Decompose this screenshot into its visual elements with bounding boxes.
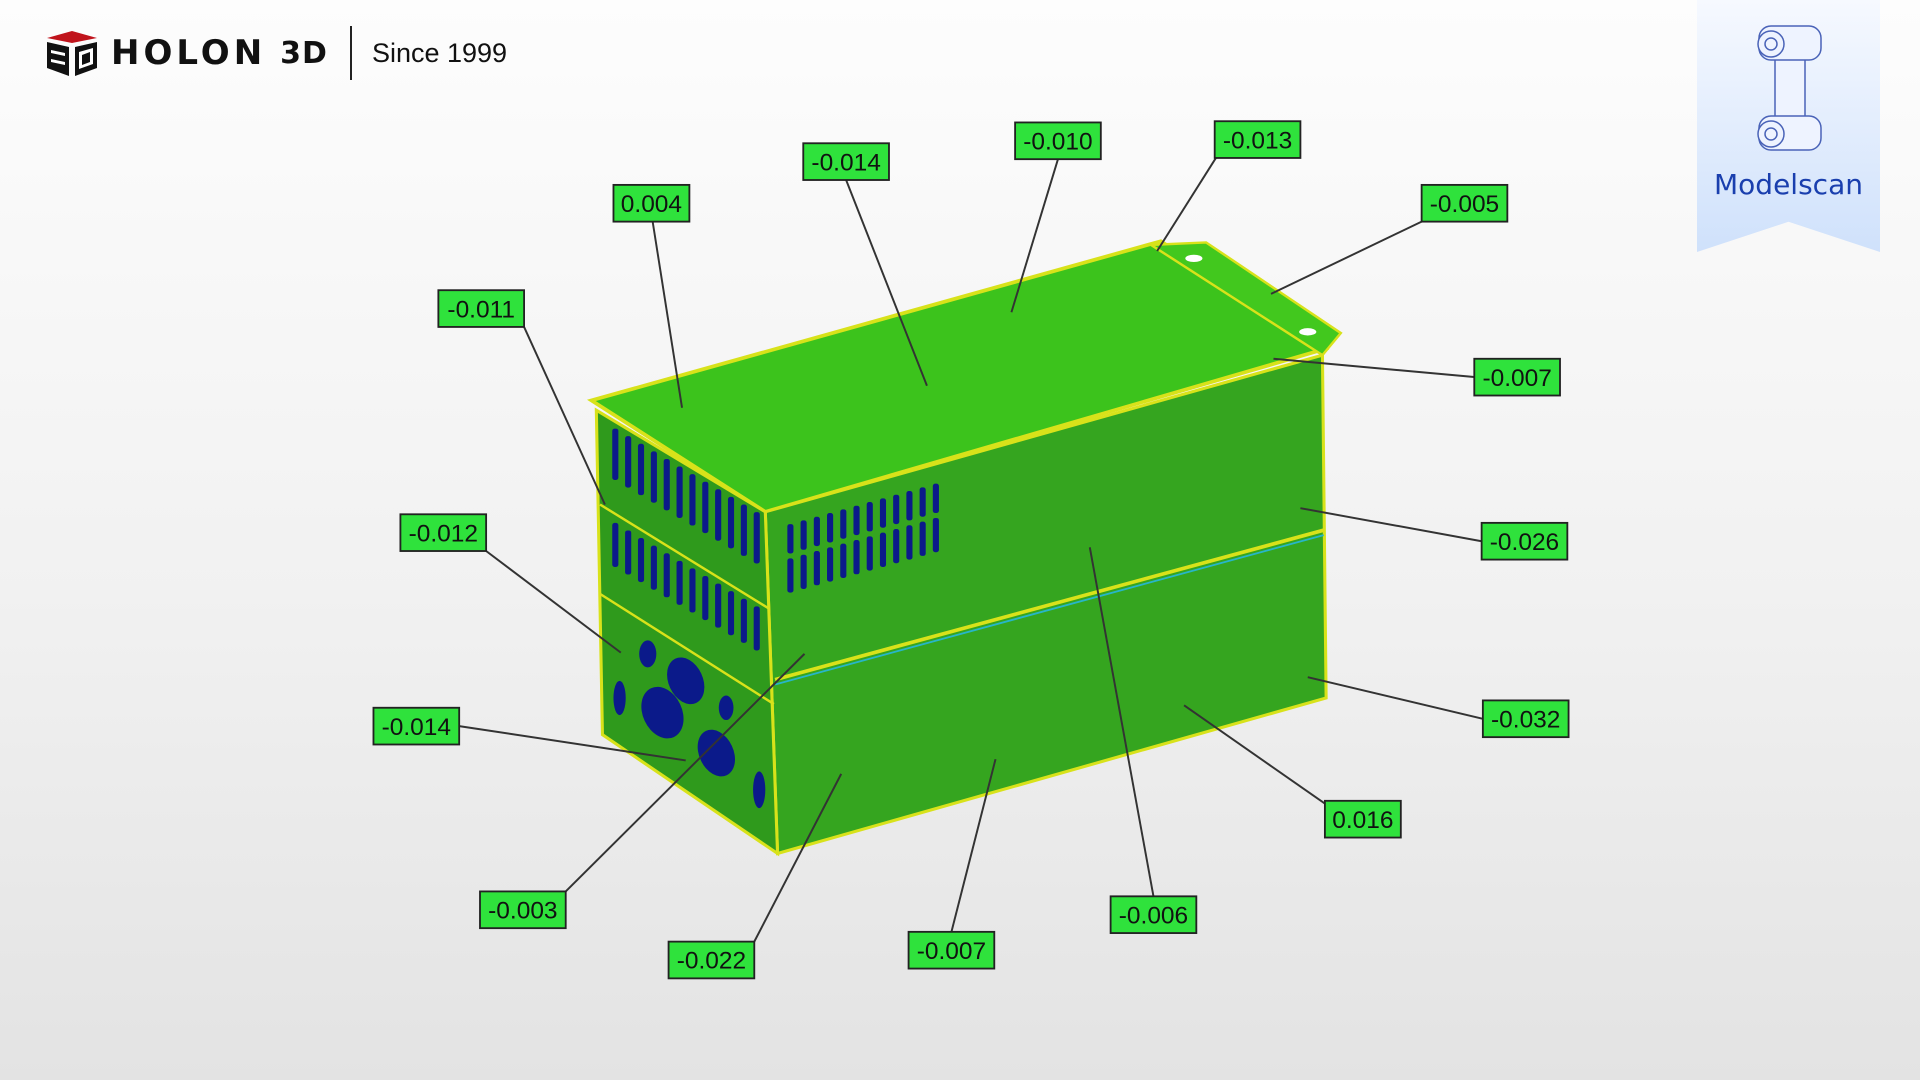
- deviation-value: -0.007: [917, 938, 986, 965]
- tagline: Since 1999: [371, 37, 508, 68]
- callout-box: [802, 142, 890, 181]
- deviation-callout: 0.004: [612, 183, 691, 408]
- logo-divider: [349, 26, 352, 80]
- leader-line: [1300, 507, 1482, 543]
- leader-line: [1273, 357, 1476, 379]
- deviation-value: -0.011: [447, 296, 515, 323]
- deviation-callout: -0.012: [399, 513, 622, 654]
- callout-box: [1420, 183, 1509, 223]
- callout-box: [1473, 357, 1561, 397]
- scanner-icon: [1757, 25, 1822, 151]
- deviation-value: -0.012: [409, 520, 478, 547]
- deviation-callout: -0.010: [1010, 121, 1102, 313]
- deviation-value: -0.003: [488, 898, 557, 925]
- deviation-value: -0.010: [1023, 129, 1092, 156]
- leader-line: [1270, 220, 1423, 295]
- brand-name: HOLON: [111, 33, 267, 73]
- modelscan-badge: Modelscan: [1697, 0, 1880, 252]
- callout-box: [1014, 121, 1102, 161]
- callout-box: [437, 289, 525, 328]
- leader-line: [651, 221, 684, 408]
- deviation-value: -0.014: [382, 714, 451, 741]
- deviation-value: 0.016: [1332, 807, 1393, 834]
- deviation-callout: -0.014: [372, 706, 686, 762]
- deviation-callout: -0.032: [1307, 676, 1570, 739]
- leader-line: [565, 653, 806, 893]
- callout-box: [1480, 521, 1569, 561]
- callout-box: [1481, 699, 1570, 739]
- leader-line: [1010, 158, 1059, 313]
- deviation-value: -0.013: [1223, 127, 1292, 154]
- leader-line: [459, 725, 686, 762]
- deviation-value: -0.014: [811, 149, 880, 176]
- deviation-value: 0.004: [621, 191, 682, 218]
- leader-line: [1307, 676, 1484, 720]
- holon3d-logo: HOLON 3D Since 1999: [45, 26, 507, 80]
- deviation-callout: -0.014: [802, 142, 928, 387]
- deviation-callout: -0.007: [907, 758, 997, 970]
- callout-box: [372, 706, 461, 746]
- deviation-callout: -0.013: [1156, 120, 1302, 252]
- deviation-value: -0.032: [1491, 707, 1560, 734]
- deviation-callout: -0.005: [1270, 183, 1509, 295]
- callout-box: [907, 930, 996, 970]
- deviation-callout: -0.022: [667, 773, 843, 980]
- leader-line: [523, 326, 606, 505]
- leader-line: [753, 773, 843, 943]
- callout-box: [399, 513, 488, 552]
- scanned-enclosure-model: [586, 239, 1343, 857]
- callout-box: [612, 183, 691, 223]
- callout-box: [479, 890, 567, 930]
- modelscan-label: Modelscan: [1714, 168, 1863, 201]
- cube-logo-icon: [47, 31, 97, 76]
- brand-suffix: 3D: [280, 35, 328, 71]
- deviation-callout: -0.003: [479, 653, 806, 930]
- callout-box: [1109, 895, 1198, 934]
- leader-line: [1183, 704, 1327, 806]
- deviation-callout: -0.006: [1088, 547, 1198, 934]
- callout-box: [1323, 799, 1402, 839]
- leader-line: [950, 758, 997, 933]
- deviation-value: -0.022: [677, 948, 746, 975]
- deviation-callout: -0.011: [437, 289, 606, 505]
- deviation-value: -0.006: [1119, 902, 1188, 929]
- deviation-callout: -0.007: [1273, 357, 1561, 397]
- deviation-callout: -0.026: [1300, 507, 1569, 561]
- leader-line: [1088, 547, 1155, 897]
- callout-box: [1213, 120, 1302, 159]
- deviation-value: -0.026: [1490, 529, 1559, 556]
- leader-line: [1156, 157, 1217, 252]
- deviation-value: -0.005: [1430, 191, 1499, 218]
- leader-line: [485, 550, 622, 654]
- callout-box: [667, 940, 756, 980]
- deviation-callout: 0.016: [1183, 704, 1402, 839]
- leader-line: [845, 179, 928, 387]
- deviation-value: -0.007: [1482, 365, 1551, 392]
